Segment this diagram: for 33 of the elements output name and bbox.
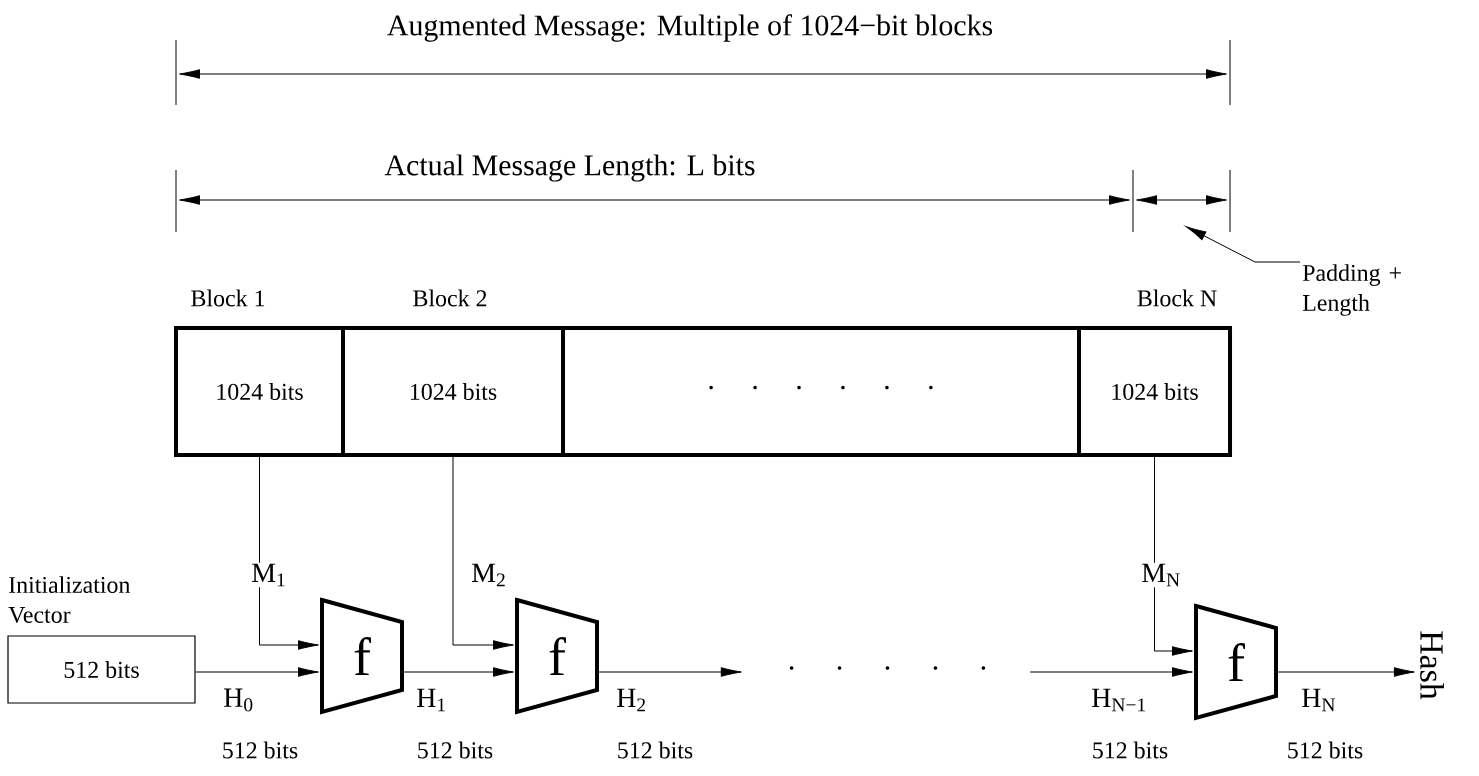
bit-width-label: 512 bits xyxy=(618,741,693,759)
bit-width-label: 512 bits xyxy=(1288,741,1363,759)
node-label: Block 2 xyxy=(413,289,487,307)
register-box: Initialization Vector 512 bits xyxy=(7,576,196,704)
dimension-label: Actual Message Length: L bits xyxy=(384,154,755,182)
block-box: · · · · · · xyxy=(561,326,1081,457)
edge-label: H$_{N}$ xyxy=(1300,687,1337,713)
arrow xyxy=(452,454,514,650)
arrow xyxy=(596,667,742,677)
edge-label: H$_{1}$ xyxy=(415,687,448,713)
arrow xyxy=(259,454,319,650)
edge-label: H$_{0}$ xyxy=(222,687,255,713)
arrow xyxy=(1154,454,1193,656)
bit-width-label: 512 bits xyxy=(1093,741,1168,759)
ellipsis: · · · · · xyxy=(789,666,986,670)
arrow xyxy=(1029,667,1193,677)
bit-width-label: 512 bits xyxy=(418,741,493,759)
edge-label: H$_{N−1}$ xyxy=(1090,687,1148,713)
edge-label: M$_{2}$ xyxy=(470,562,508,588)
node-label: Block N xyxy=(1137,289,1217,307)
node-label: Initialization Vector xyxy=(8,576,131,624)
edge-label: M$_{N}$ xyxy=(1140,562,1182,588)
arrow xyxy=(401,667,514,677)
callout-text: Padding + Length xyxy=(1302,264,1401,316)
arrow xyxy=(195,667,319,677)
dimension-label: Augmented Message: Multiple of 1024−bit blocks xyxy=(387,14,993,42)
bit-width-label: 512 bits xyxy=(223,741,298,759)
output-label: Hash xyxy=(1420,631,1444,700)
edge-label: M$_{1}$ xyxy=(250,562,288,588)
leader-line xyxy=(1185,226,1301,263)
arrow xyxy=(1275,667,1415,677)
node-label: Block 1 xyxy=(191,289,265,307)
edge-label: H$_{2}$ xyxy=(615,687,648,713)
